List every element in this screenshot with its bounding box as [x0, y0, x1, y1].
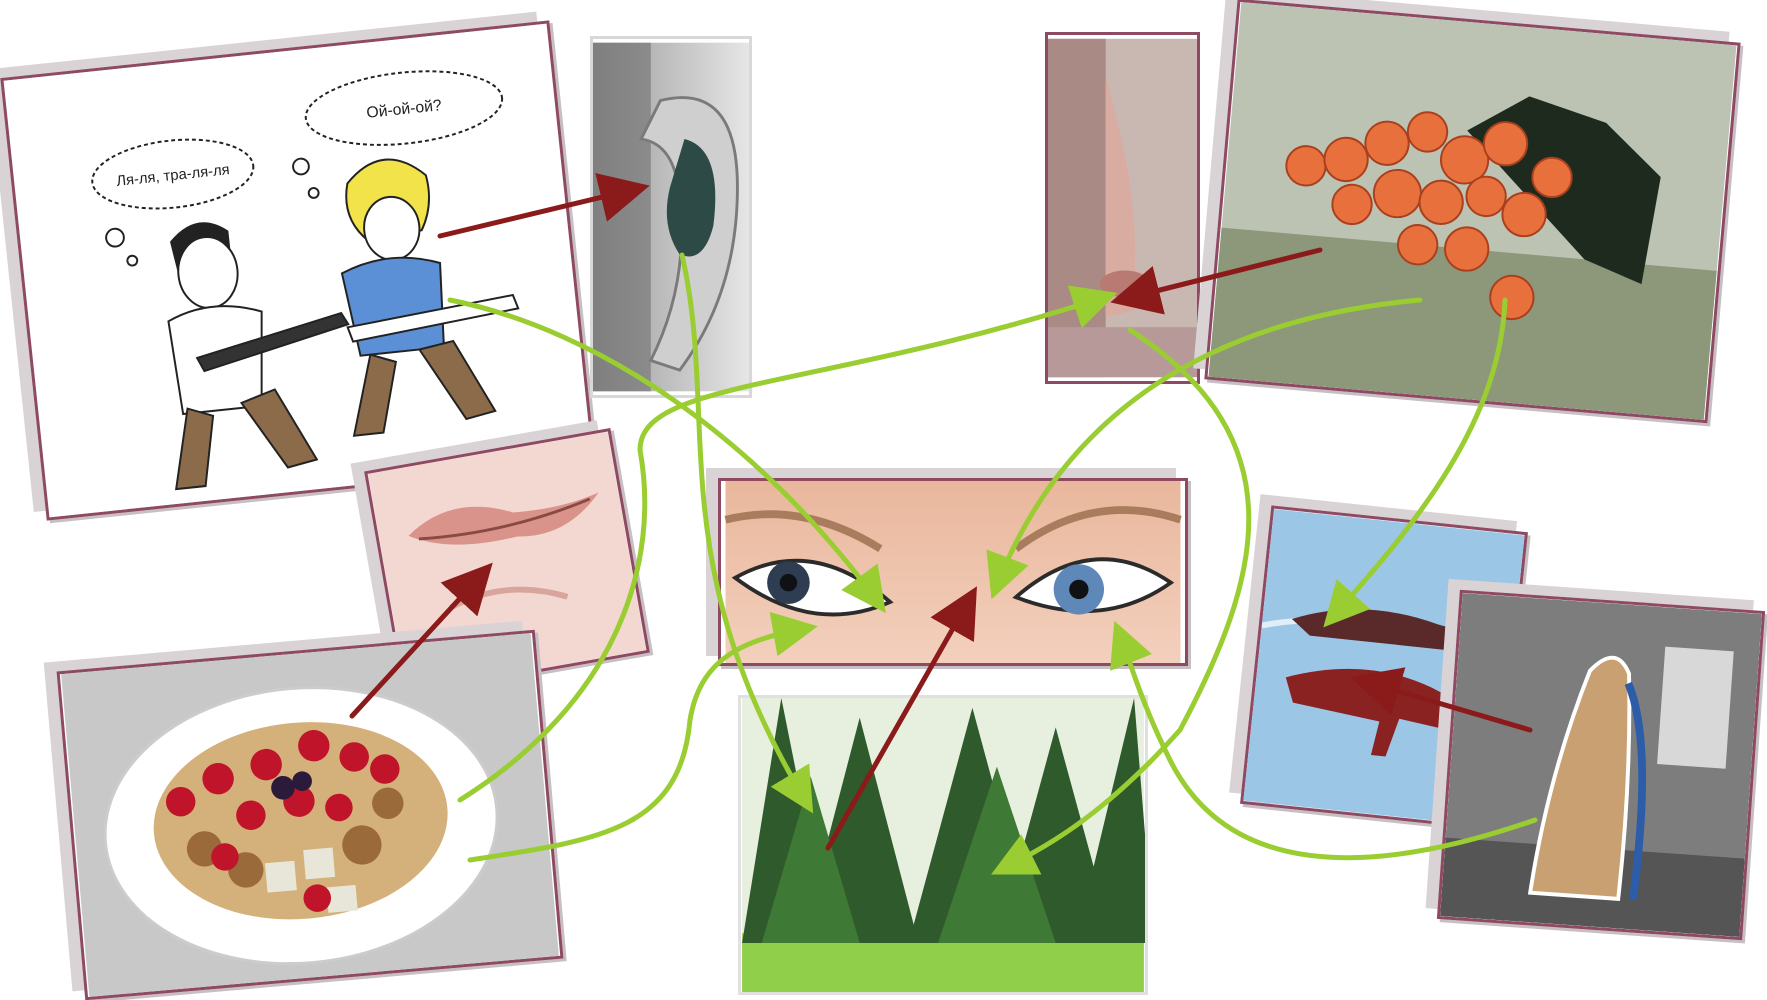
panel-eyes [718, 478, 1188, 666]
food-plate-icon [60, 633, 560, 997]
panel-nose [1045, 32, 1200, 384]
cartoon-musicians-icon: Ля-ля, тра-ля-ля Ой-ой-ой? Ситир [4, 24, 593, 518]
ear-icon [593, 39, 749, 395]
panel-ear [590, 36, 752, 398]
forest-icon [741, 698, 1145, 992]
panel-food [57, 630, 564, 1000]
roses-bouquet-icon [1208, 2, 1738, 420]
iron-icon [1440, 593, 1762, 937]
panel-roses [1204, 0, 1740, 423]
eyes-icon [721, 481, 1185, 663]
panel-iron [1437, 590, 1765, 941]
panel-forest [738, 695, 1148, 995]
nose-icon [1048, 35, 1197, 381]
